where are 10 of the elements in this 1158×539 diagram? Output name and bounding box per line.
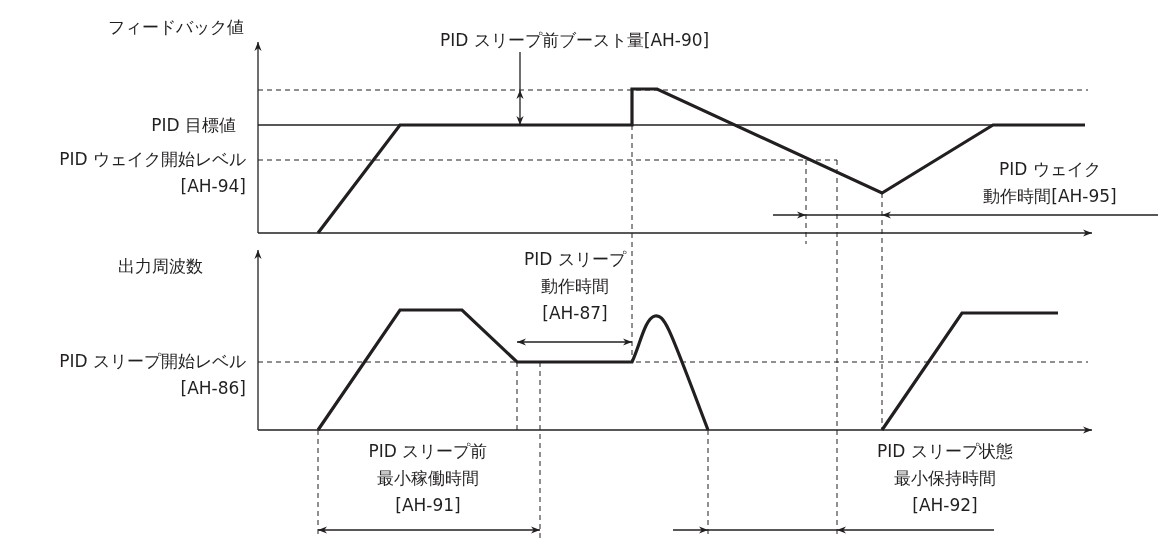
parameter-label: PID 目標値	[150, 114, 236, 137]
parameter-label: PID スリープ前ブースト量[AH-90]	[440, 29, 711, 52]
parameter-label: PID スリープ開始レベル [AH-86]	[58, 350, 246, 400]
parameter-label: PID ウェイク開始レベル [AH-94]	[58, 148, 246, 198]
axis-label: フィードバック値	[108, 16, 245, 39]
parameter-label: PID スリープ状態最小保持時間 [AH-92]	[876, 440, 1014, 517]
parameter-label: PID スリープ前最小稼働時間 [AH-91]	[367, 440, 489, 517]
axis-label: 出力周波数	[118, 255, 204, 278]
parameter-label: PID ウェイク動作時間[AH-95]	[982, 158, 1118, 208]
parameter-label: PID スリープ動作時間 [AH-87]	[523, 248, 628, 325]
